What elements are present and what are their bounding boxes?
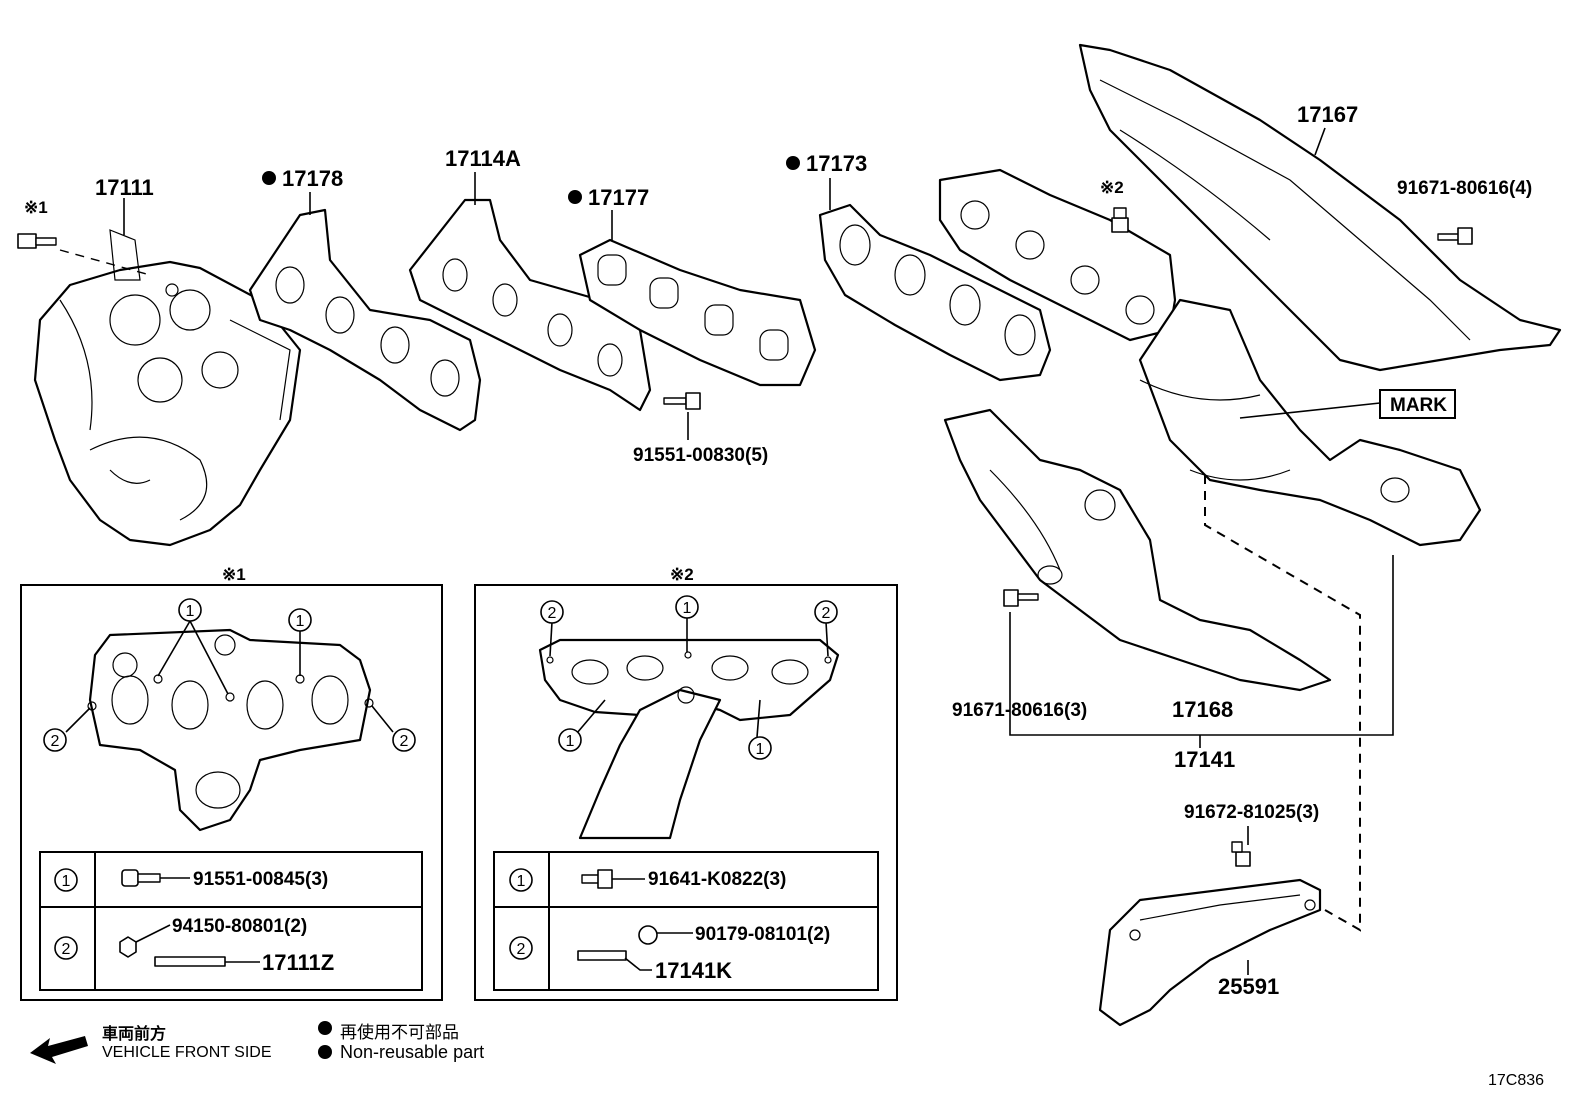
part-label-91551-00845: 91551-00845(3) [193, 869, 328, 890]
callout-2: 2 [548, 605, 557, 622]
non-reusable-dot-icon [318, 1021, 332, 1035]
part-label-17141: 17141 [1174, 747, 1235, 772]
nut-icon [119, 936, 137, 958]
non-reusable-jp: 再使用不可部品 [340, 1023, 459, 1042]
part-label-17167: 17167 [1297, 102, 1358, 127]
vehicle-front-arrow-icon [30, 1036, 88, 1064]
detail-2-title: ※2 [670, 565, 694, 584]
bolt-icon [121, 869, 161, 887]
bolt-icon [1437, 227, 1473, 245]
non-reusable-dot-icon [786, 156, 800, 170]
bolt-icon [663, 392, 701, 410]
callout-1: 1 [683, 600, 692, 617]
manifold-converter-17141 [938, 168, 1482, 547]
part-label-17177: 17177 [588, 185, 649, 210]
callout-1: 1 [186, 603, 195, 620]
detail-2-frame [474, 584, 898, 1001]
detail-1-title: ※1 [222, 565, 246, 584]
part-label-17111Z: 17111Z [262, 950, 334, 975]
vehicle-front-jp: 車両前方 [102, 1026, 167, 1043]
part-label-94150-80801: 94150-80801(2) [172, 916, 307, 937]
gasket-17177 [578, 238, 817, 387]
heat-insulator-17114A [408, 198, 652, 412]
detail-2-manifold-illustration [538, 638, 840, 840]
non-reusable-dot-icon [262, 171, 276, 185]
table-row-1-number: 1 [517, 873, 526, 890]
callout-1: 1 [296, 613, 305, 630]
part-label-25591: 25591 [1218, 974, 1279, 999]
part-label-17168: 17168 [1172, 697, 1233, 722]
stud-icon [154, 956, 226, 967]
mark-label-box [1379, 389, 1456, 419]
detail-2-table [493, 851, 879, 991]
detail-1-manifold-illustration [87, 628, 374, 832]
non-reusable-dot-icon [568, 190, 582, 204]
stud-icon [577, 950, 627, 961]
nut-icon [638, 925, 658, 945]
callout-1: 1 [756, 741, 765, 758]
callout-2: 2 [822, 605, 831, 622]
part-label-17141K: 17141K [655, 958, 732, 983]
table-row-2-number: 2 [62, 941, 71, 958]
table-row-1-number: 1 [62, 873, 71, 890]
part-label-17173: 17173 [806, 151, 867, 176]
note-2-label: ※2 [1100, 178, 1124, 197]
callout-1: 1 [566, 733, 575, 750]
callout-2: 2 [400, 733, 409, 750]
part-label-91641-K0822: 91641-K0822(3) [648, 869, 786, 890]
mark-label: MARK [1390, 395, 1447, 416]
bolt-icon [1003, 589, 1039, 607]
table-row-2-number: 2 [517, 941, 526, 958]
part-label-17114A: 17114A [445, 146, 521, 171]
note-1-label: ※1 [24, 198, 48, 217]
part-label-17178: 17178 [282, 166, 343, 191]
part-label-91671-80616-3: 91671-80616(3) [952, 700, 1087, 721]
gasket-17178 [248, 208, 482, 432]
heat-insulator-17167 [1078, 43, 1562, 372]
bolt-icon [581, 869, 613, 889]
part-label-91672-81025: 91672-81025(3) [1184, 802, 1319, 823]
part-label-17111: 17111 [95, 175, 154, 200]
detail-1-frame [20, 584, 443, 1001]
non-reusable-dot-icon [318, 1045, 332, 1059]
part-label-90179-08101: 90179-08101(2) [695, 924, 830, 945]
callout-2: 2 [51, 733, 60, 750]
diagram-id: 17C836 [1488, 1072, 1545, 1089]
bracket-25591 [1098, 878, 1322, 1027]
heat-insulator-17168 [943, 408, 1332, 692]
part-label-91551-00830: 91551-00830(5) [633, 445, 768, 466]
vehicle-front-en: VEHICLE FRONT SIDE [102, 1044, 272, 1061]
bolt-icon [17, 233, 57, 249]
exhaust-manifold-17111 [33, 229, 302, 547]
bolt-icon [1231, 841, 1251, 867]
bolt-icon [1111, 207, 1129, 233]
non-reusable-en: Non-reusable part [340, 1042, 485, 1062]
gasket-17173 [818, 203, 1052, 382]
detail-1-table [39, 851, 423, 991]
part-label-91671-80616-4: 91671-80616(4) [1397, 178, 1532, 199]
